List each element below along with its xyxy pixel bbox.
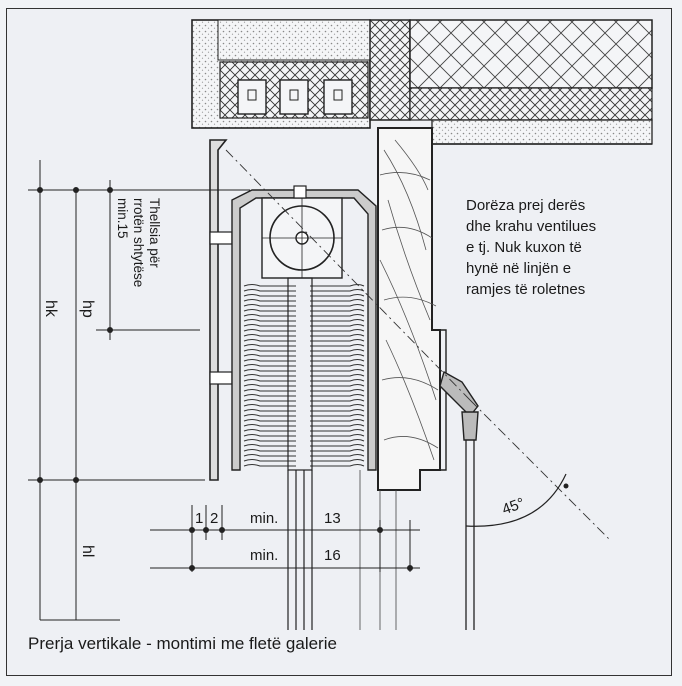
dim-label-hp: hp [79,300,96,318]
slat [243,314,365,317]
slat [243,459,365,462]
dim-2: 2 [210,510,219,527]
slat [243,419,365,422]
roller-box [231,185,377,471]
angle-indicator [225,149,611,541]
slat [243,294,365,297]
slat [243,309,365,312]
slat [243,439,365,442]
slat [243,379,365,382]
slat [243,349,365,352]
slat [243,464,365,467]
door-handle [432,329,479,630]
figure-caption: Prerja vertikale - montimi me fletë gale… [28,634,337,653]
concrete-lintel [191,19,371,129]
slat [243,284,365,287]
slat [243,324,365,327]
slat [243,389,365,392]
slat [243,399,365,402]
slat [243,364,365,367]
gallery-sheet [209,139,233,481]
slat [243,319,365,322]
slat [243,454,365,457]
slat [243,404,365,407]
slat [243,394,365,397]
slat [243,334,365,337]
dimension-dots [37,187,413,571]
slat [243,374,365,377]
slat [243,444,365,447]
dim-label-hl: hl [79,545,96,558]
slat [243,359,365,362]
thickness-label-line1: Thellsia për [147,198,162,268]
dim-label-hk: hk [42,300,59,317]
dim-16: 16 [324,547,341,564]
slat-core [287,277,313,471]
dim-1: 1 [195,510,204,527]
slat [243,344,365,347]
slat [243,289,365,292]
slat [243,329,365,332]
handle-note: Dorëza prej derës dhe krahu ventilues e … [466,197,597,298]
wooden-frame [377,127,441,491]
slat [243,384,365,387]
slat [243,414,365,417]
slat [243,429,365,432]
rolled-slats [243,277,365,471]
slat [243,339,365,342]
slat [243,409,365,412]
dim-min-13-label: min. [250,510,279,527]
dim-min-16-label: min. [250,547,279,564]
insulated-wall [369,19,653,145]
slat [243,299,365,302]
slat [243,304,365,307]
slat [243,424,365,427]
slat [243,449,365,452]
thickness-label-line3: min.15 [115,198,130,239]
slat [243,369,365,372]
dim-13: 13 [324,510,341,527]
thickness-label-line2: rrotën shtytëse [131,198,146,288]
slat [243,354,365,357]
slat [243,434,365,437]
